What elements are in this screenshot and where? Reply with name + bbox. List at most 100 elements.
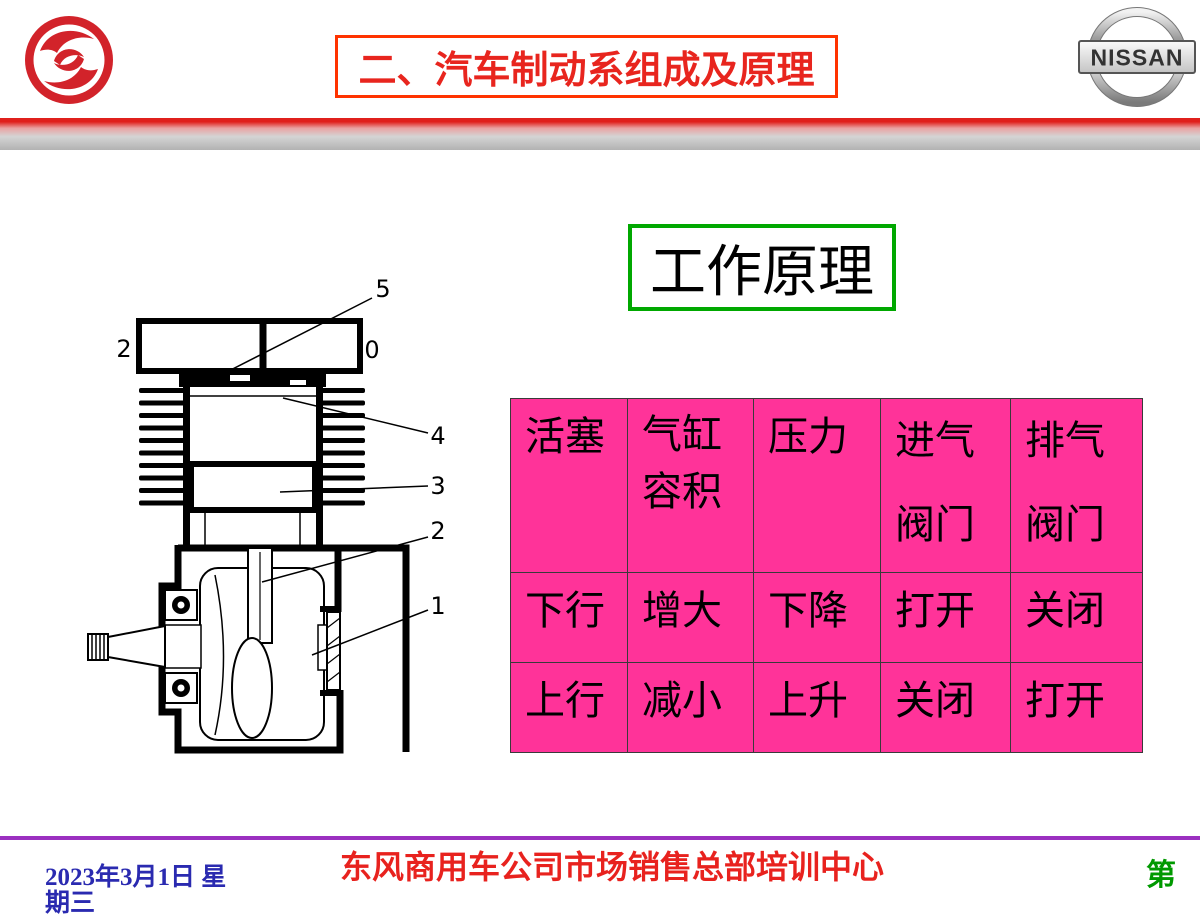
crank-big-end (231, 637, 273, 739)
table-cell: 上升 (753, 662, 881, 753)
slide-title: 二、汽车制动系组成及原理 (335, 35, 838, 98)
cell-text: 阀门 (1025, 502, 1105, 548)
logo-swallow-bottom (44, 67, 98, 90)
table-cell: 压力 (753, 398, 881, 573)
cooling-fin (317, 463, 365, 468)
cooling-fin (139, 475, 186, 481)
part-label: 3 (430, 472, 445, 500)
bearing-core (177, 601, 185, 609)
logo-swirl-left (54, 49, 84, 65)
table-cell: 减小 (627, 662, 754, 753)
piston-ring (312, 476, 319, 480)
table-cell: 增大 (627, 572, 754, 663)
cell-text: 上行 (525, 677, 605, 724)
cell-text: 打开 (895, 587, 975, 634)
table-cell: 气缸容积 (627, 398, 754, 573)
flywheel-disc (326, 611, 341, 691)
leader-line (261, 536, 429, 583)
cooling-fin (317, 475, 365, 481)
crankshaft-end (107, 624, 166, 669)
cooling-fin (139, 413, 186, 418)
logo-bar (1078, 40, 1196, 74)
table-cell: 关闭 (880, 662, 1011, 753)
cooling-fin (139, 463, 186, 468)
footer-rule (0, 836, 1200, 840)
footer-date: 2023年3月1日 星期三 (45, 864, 227, 917)
cell-text: 增大 (642, 587, 722, 634)
cell-text: 打开 (1025, 677, 1105, 724)
piston-ring (312, 468, 319, 472)
cooling-fin (317, 400, 365, 406)
cell-text: 关闭 (895, 677, 975, 724)
shaft-thread (87, 633, 109, 661)
part-label: 2 (116, 335, 131, 363)
table-cell: 活塞 (510, 398, 628, 573)
leader-line (311, 609, 429, 656)
cell-text: 下降 (768, 587, 848, 634)
disc-mount (320, 606, 340, 612)
part-label: 2 (430, 517, 445, 545)
leader-line (279, 485, 429, 493)
leader-line (282, 397, 429, 434)
logo-swallow-top (40, 30, 94, 53)
table-cell: 排气阀门 (1010, 398, 1143, 573)
table-cell: 打开 (1010, 662, 1143, 753)
cooling-fin (317, 500, 365, 506)
cooling-fin (139, 425, 186, 431)
cooling-fin (139, 400, 186, 406)
disc-hatch (326, 671, 341, 683)
cell-text: 气缸 (642, 412, 722, 458)
counterweight-line (214, 574, 225, 736)
cylinder-wall (183, 386, 190, 548)
footer-page-number: 第 (1146, 858, 1176, 893)
leader-line (212, 297, 373, 380)
logo-swirl-right (54, 55, 84, 71)
part-label: 5 (375, 275, 390, 303)
header-band (0, 118, 1200, 150)
table-row: 上行 减小 上升 关闭 打开 (510, 662, 1143, 753)
cooling-fin (139, 388, 186, 393)
cell-text: 活塞 (525, 414, 605, 460)
table-cell: 上行 (510, 662, 628, 753)
cell-text: 排气 (1025, 418, 1105, 464)
disc-mount (320, 690, 340, 696)
cooling-fin (139, 438, 186, 443)
table-header-row: 活塞 气缸容积 压力 进气阀门 排气阀门 (510, 398, 1143, 573)
disc-hatch (326, 653, 341, 665)
table-cell: 进气阀门 (880, 398, 1011, 573)
part-label: 4 (430, 422, 445, 450)
valve-slot (230, 375, 250, 381)
cooling-fin (317, 388, 365, 393)
disc-hatch (326, 617, 341, 629)
cylinder-wall (316, 386, 323, 548)
cell-text: 阀门 (895, 502, 975, 548)
pulley-housing (338, 544, 410, 752)
valve-slot (290, 380, 306, 385)
part-label: 0 (364, 336, 379, 364)
table-cell: 下降 (753, 572, 881, 663)
cooling-fin (139, 450, 186, 456)
cell-text: 进气 (895, 418, 975, 464)
cell-text: 容积 (642, 469, 722, 515)
cell-text: 上升 (768, 677, 848, 724)
cell-text: 下行 (525, 587, 605, 634)
part-label: 1 (430, 592, 445, 620)
valve-plate (179, 371, 326, 387)
cell-text: 压力 (768, 414, 848, 460)
cooling-fin (139, 500, 186, 506)
table-cell: 下行 (510, 572, 628, 663)
cylinder-head (136, 318, 363, 374)
cooling-fin (317, 450, 365, 456)
main-journal (164, 624, 202, 669)
table-row: 下行 增大 下降 打开 关闭 (510, 572, 1143, 663)
disc-hatch (326, 635, 341, 647)
piston-ring (187, 468, 194, 472)
table-cell: 关闭 (1010, 572, 1143, 663)
piston-ring (187, 476, 194, 480)
nissan-logo-icon: NISSAN (1078, 7, 1196, 107)
section-heading: 工作原理 (628, 224, 896, 311)
cooling-fin (317, 438, 365, 443)
cooling-fin (139, 488, 186, 493)
piston (188, 461, 318, 513)
cooling-fin (317, 425, 365, 431)
